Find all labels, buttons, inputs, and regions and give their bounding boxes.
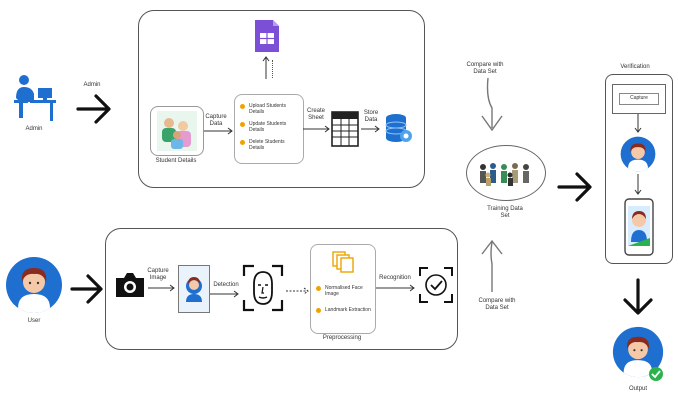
to-verification-arrow	[557, 172, 592, 202]
verification-title: Verification	[620, 64, 650, 70]
output-avatar-icon	[612, 326, 664, 378]
user-avatar-icon	[6, 257, 62, 313]
compare-bottom-arrow	[481, 239, 503, 292]
capture-image-label: Capture Image	[147, 268, 169, 281]
store-data-arrow	[361, 125, 380, 133]
face-verified-icon	[419, 267, 453, 303]
step-bullet-icon	[240, 140, 245, 145]
step-bullet-icon	[240, 104, 245, 109]
step-update: Update Students Details	[239, 121, 301, 133]
verify-down-arrow-2	[634, 174, 642, 195]
user-label: User	[27, 318, 41, 324]
training-data-label: Training Data Set	[487, 206, 523, 219]
store-data-label: Store Data	[363, 110, 379, 123]
captured-photo	[178, 265, 210, 313]
capture-image-arrow	[148, 284, 175, 292]
compare-bottom-label: Compare with Data Set	[478, 298, 516, 311]
capture-data-label: Capture Data	[205, 114, 227, 127]
step-update-label: Update Students Details	[249, 121, 287, 133]
to-output-arrow	[623, 278, 653, 315]
admin-steps-card: Upload Students Details Update Students …	[234, 94, 304, 164]
step-landmark: Landmark Extraction	[315, 307, 373, 313]
admin-label: Admin	[25, 126, 43, 132]
table-sheet-icon	[331, 111, 359, 147]
student-details-label: Student Details	[155, 158, 197, 164]
training-data-ellipse	[466, 145, 546, 201]
create-sheet-arrow	[303, 125, 330, 133]
recognition-arrow	[376, 284, 415, 292]
admin-arrow-label: Admin	[83, 82, 101, 88]
face-scan-icon	[242, 264, 284, 312]
verification-screen-label: Capture	[630, 95, 648, 101]
output-label: Output	[628, 386, 647, 392]
step-upload: Upload Students Details	[239, 103, 301, 115]
phone-verify-icon	[624, 198, 654, 256]
to-preprocessing-arrow	[286, 287, 309, 295]
step-landmark-label: Landmark Extraction	[325, 307, 371, 313]
user-to-panel-arrow	[70, 274, 103, 304]
admin-figure	[10, 72, 58, 124]
students-group-icon	[157, 111, 197, 151]
verification-screen: Capture	[612, 84, 666, 114]
preprocessing-label: Preprocessing	[322, 335, 362, 341]
step-normalised-label: Normalised Face Image	[325, 285, 363, 297]
person-photo-icon	[186, 277, 202, 302]
spreadsheet-icon	[255, 20, 279, 52]
detection-arrow	[210, 290, 239, 298]
dataset-people-icon	[480, 163, 529, 186]
admin-desk-icon	[14, 75, 56, 121]
step-delete-label: Delete Students Details	[249, 139, 285, 151]
recognition-label: Recognition	[379, 275, 411, 281]
step-upload-label: Upload Students Details	[249, 103, 286, 115]
sheet-rotated-mark	[272, 60, 279, 78]
step-bullet-icon	[316, 308, 321, 313]
detection-label: Detection	[213, 282, 239, 288]
verify-down-arrow-1	[634, 114, 642, 133]
compare-top-label: Compare with Data Set	[466, 62, 504, 75]
step-delete: Delete Students Details	[239, 139, 301, 151]
student-details-card	[150, 106, 204, 156]
verify-avatar-icon	[620, 136, 656, 172]
admin-to-panel-arrow	[76, 94, 111, 124]
database-icon	[385, 114, 412, 142]
output-check-icon	[649, 367, 663, 381]
capture-arrow	[204, 127, 233, 135]
step-bullet-icon	[240, 122, 245, 127]
sheet-up-arrow	[262, 56, 270, 79]
copy-layers-icon	[332, 251, 354, 273]
step-bullet-icon	[316, 286, 321, 291]
create-sheet-label: Create Sheet	[306, 108, 325, 121]
preprocessing-card: Normalised Face Image Landmark Extractio…	[310, 244, 376, 334]
camera-icon	[116, 273, 144, 297]
step-normalised: Normalised Face Image	[315, 285, 373, 297]
user-panel	[105, 228, 458, 350]
compare-top-arrow	[481, 77, 503, 132]
